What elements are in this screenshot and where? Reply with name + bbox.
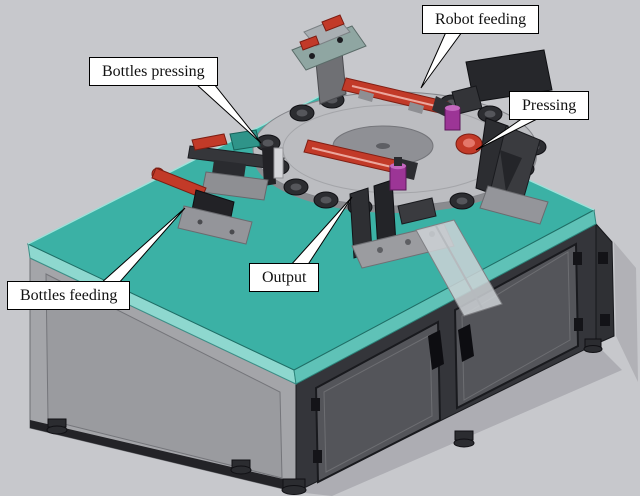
caster <box>230 465 252 475</box>
door-left-highlight <box>323 334 433 473</box>
caster <box>453 438 475 448</box>
clamp-handle-red <box>299 35 320 51</box>
machine-feet <box>46 338 603 495</box>
magenta-cylinder-cap <box>445 105 460 111</box>
clamp-base-plate <box>177 205 253 245</box>
bottles-feeding-clamp <box>151 167 253 245</box>
hinge-icon <box>574 318 583 331</box>
press-base-plate <box>479 185 549 225</box>
callout-bottles-feeding: Bottles feeding <box>7 281 131 311</box>
rail-foot <box>358 90 374 102</box>
press-post <box>262 146 276 186</box>
bolt <box>337 37 343 43</box>
chute-ridge <box>435 225 483 309</box>
bolt <box>197 219 203 225</box>
callout-robot-feeding: Robot feeding <box>422 5 540 35</box>
rail-highlight <box>311 147 397 169</box>
leader-bottles-pressing <box>194 83 262 144</box>
cylinder-knob <box>394 157 402 166</box>
door-right <box>453 242 580 410</box>
clamp-handle-red <box>191 133 228 151</box>
rail-highlight <box>351 85 441 108</box>
caster <box>583 345 603 353</box>
output-station <box>349 157 455 269</box>
bolt <box>377 247 383 253</box>
bolt <box>229 229 235 235</box>
caster <box>281 485 307 495</box>
hinge-icon <box>311 398 320 411</box>
rail-foot <box>408 102 424 114</box>
clamp-handle-red <box>321 14 345 32</box>
hinge-icon <box>573 252 582 265</box>
callout-pressing: Pressing <box>509 91 590 121</box>
back-fixture <box>291 14 367 105</box>
press-knob-center <box>463 138 475 148</box>
press-base-plate <box>201 171 269 201</box>
callout-bottles-pressing: Bottles pressing <box>89 57 218 87</box>
cabinet-base <box>29 222 615 493</box>
callout-output: Output <box>249 263 320 293</box>
door-handle-right <box>458 324 474 362</box>
cast-shadow <box>296 242 638 496</box>
cabinet-bottom-frame-left <box>30 420 296 492</box>
output-cross-block <box>397 197 437 225</box>
magenta-cylinder <box>389 165 407 191</box>
side-panel-inset <box>45 273 283 479</box>
disc-hub-center <box>376 143 390 149</box>
hinge-icon <box>598 252 608 264</box>
robot-feeding-unit <box>341 49 553 118</box>
hinge-icon <box>600 314 610 326</box>
press-teal-block <box>229 129 261 151</box>
output-chute <box>415 219 503 317</box>
bolt <box>309 53 315 59</box>
caster <box>46 425 68 435</box>
door-handle-left <box>428 330 444 370</box>
door-right-highlight <box>461 251 571 401</box>
bolt <box>405 239 411 245</box>
press-rib <box>500 150 522 192</box>
hinge-icon <box>313 450 322 463</box>
leader-lines <box>98 31 540 285</box>
press-cylinder <box>273 147 284 179</box>
leader-robot-feeding <box>420 31 463 89</box>
magenta-cylinder <box>444 107 461 131</box>
